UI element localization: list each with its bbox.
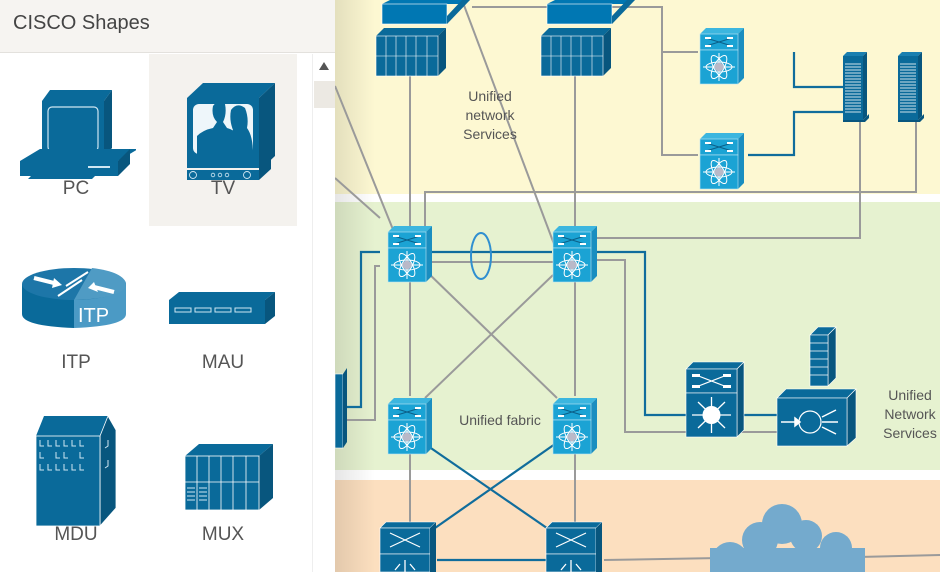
partial-device-left[interactable] — [335, 368, 347, 449]
shape-tile-itp[interactable]: ITP ITP — [2, 228, 150, 400]
access-switch-1[interactable] — [379, 521, 437, 572]
diagram-canvas[interactable]: Unified network Services Unified fabric … — [335, 0, 940, 572]
zone-label-services: Unified network Services — [463, 88, 517, 142]
nexus-switch-core-1[interactable] — [387, 225, 433, 283]
itp-router-icon: ITP — [22, 268, 126, 328]
shape-label: MDU — [54, 524, 98, 545]
gray-links — [335, 0, 940, 561]
mux-device-2[interactable] — [540, 0, 635, 77]
sidebar-scrollbar[interactable] — [312, 54, 335, 572]
server-2[interactable] — [897, 51, 925, 123]
zone-label-fabric: Unified fabric — [459, 412, 541, 428]
mux-icon — [184, 444, 273, 511]
shapes-sidebar: CISCO Shapes PC — [0, 0, 336, 572]
shape-tile-tv[interactable]: TV — [149, 54, 297, 226]
port-channel-ellipse — [470, 232, 492, 280]
cloud-icon — [710, 504, 865, 572]
sidebar-header: CISCO Shapes — [0, 0, 335, 53]
server-1[interactable] — [842, 51, 870, 123]
load-balancer-device[interactable] — [776, 388, 857, 447]
mau-icon — [169, 292, 275, 324]
shape-label: MUX — [201, 524, 245, 545]
zone-label-network-services: Unified Network Services — [883, 387, 937, 441]
tv-icon — [187, 83, 275, 180]
pc-icon — [20, 90, 136, 179]
blue-links — [345, 52, 845, 562]
scroll-up-arrow-icon[interactable] — [319, 62, 329, 70]
mdu-building-icon — [35, 415, 117, 527]
access-switch-2[interactable] — [545, 521, 603, 572]
itp-icon-text: ITP — [78, 305, 109, 327]
shape-tile-pc[interactable]: PC — [2, 54, 150, 226]
shape-label: PC — [62, 178, 90, 199]
network-diagram — [335, 0, 940, 572]
scroll-thumb[interactable] — [314, 81, 335, 108]
shape-tile-mux[interactable]: MUX — [149, 400, 297, 572]
nexus-switch-services-2[interactable] — [699, 132, 745, 190]
firewall-device[interactable] — [809, 326, 837, 387]
shape-tile-mdu[interactable]: MDU — [2, 400, 150, 572]
shape-label: ITP — [61, 352, 91, 373]
nexus-switch-fabric-1[interactable] — [387, 397, 433, 455]
nexus-switch-core-2[interactable] — [552, 225, 598, 283]
nexus-switch-services-1[interactable] — [699, 27, 745, 85]
shape-grid: PC TV — [0, 54, 312, 572]
shape-label: TV — [210, 178, 236, 199]
layer3-switch[interactable] — [685, 361, 745, 438]
shape-label: MAU — [201, 352, 245, 373]
shape-tile-mau[interactable]: MAU — [149, 228, 297, 400]
mux-device-1[interactable] — [375, 0, 470, 77]
sidebar-title: CISCO Shapes — [13, 12, 150, 34]
